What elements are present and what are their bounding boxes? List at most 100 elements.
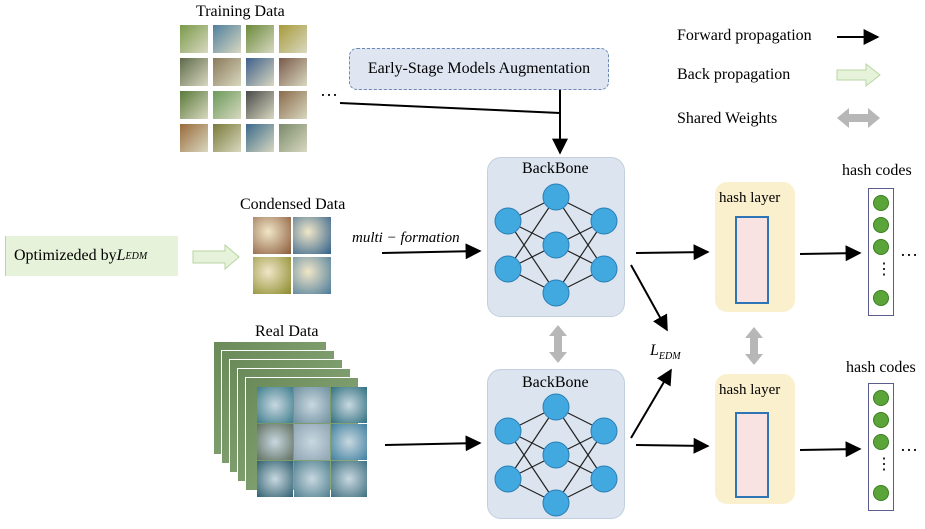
neuron-node xyxy=(494,465,522,493)
training-image xyxy=(180,25,208,53)
network-edge xyxy=(507,196,557,270)
training-image xyxy=(279,91,307,119)
hash-code-bit xyxy=(873,390,889,406)
hash-code-bit xyxy=(873,412,889,428)
multi-formation-label: multi − formation xyxy=(352,230,460,246)
legend-back-arrow xyxy=(836,62,881,88)
training-image xyxy=(213,124,241,152)
real-image xyxy=(257,461,293,497)
condensed-image xyxy=(293,257,331,294)
real-to-backbone-arrow xyxy=(384,435,482,452)
hash-layer-bottom-inner xyxy=(735,412,769,498)
backbone-top-to-loss-arrow xyxy=(630,264,668,332)
condensed-to-backbone-arrow xyxy=(381,243,482,260)
neuron-node xyxy=(542,231,570,259)
legend-forward-label: Forward propagation xyxy=(677,27,812,44)
network-edge xyxy=(507,406,557,480)
backbone-top-label: BackBone xyxy=(522,160,589,177)
training-image xyxy=(180,58,208,86)
hash-code-bit xyxy=(873,290,889,306)
neuron-node xyxy=(494,207,522,235)
hash-shared-weights-arrow xyxy=(745,327,763,365)
hash-bottom-to-codes-arrow xyxy=(799,441,862,458)
training-image xyxy=(246,25,274,53)
neuron-node xyxy=(542,441,570,469)
neuron-node xyxy=(590,255,618,283)
training-image xyxy=(213,91,241,119)
real-image xyxy=(294,387,330,423)
training-image xyxy=(213,58,241,86)
hash-codes-bottom-ellipsis: … xyxy=(900,435,918,455)
condensed-image xyxy=(253,217,291,254)
training-to-backbone-arrow xyxy=(339,102,561,114)
hash-layer-top xyxy=(715,182,795,312)
optimized-prefix: Optimizeded by xyxy=(14,247,117,264)
hash-layer-bottom-label: hash layer xyxy=(719,382,781,398)
hash-code-vdots: ⋮ xyxy=(876,261,892,278)
real-image xyxy=(331,461,367,497)
neuron-node xyxy=(542,279,570,307)
loss-symbol: L xyxy=(650,342,659,359)
neuron-node xyxy=(590,207,618,235)
backbone-bottom-to-hash-arrow xyxy=(635,437,710,454)
network-edge xyxy=(555,220,605,294)
hash-layer-bottom xyxy=(715,374,795,504)
backbone-bottom-to-loss-arrow xyxy=(630,368,672,439)
legend-shared-arrow xyxy=(837,108,880,128)
training-image xyxy=(246,58,274,86)
backbone-bottom-network xyxy=(494,393,618,517)
augmentation-box: Early-Stage Models Augmentation xyxy=(349,48,609,90)
neuron-node xyxy=(494,417,522,445)
hash-layer-top-label: hash layer xyxy=(719,190,781,206)
optimized-loss-symbol: L xyxy=(116,247,126,264)
real-image xyxy=(294,424,330,460)
training-image xyxy=(279,58,307,86)
training-image xyxy=(180,124,208,152)
condensed-image xyxy=(293,217,331,254)
training-image xyxy=(279,25,307,53)
optimized-loss-subscript: EDM xyxy=(125,250,148,262)
hash-codes-top-label: hash codes xyxy=(842,162,912,179)
training-ellipsis: … xyxy=(320,80,338,100)
neuron-node xyxy=(542,489,570,517)
backbone-shared-weights-arrow xyxy=(549,325,567,363)
backbone-top-network xyxy=(494,183,618,307)
real-image xyxy=(331,387,367,423)
hash-codes-top-column: ⋮ xyxy=(868,188,894,316)
hash-top-to-codes-arrow xyxy=(799,245,862,262)
hash-code-bit xyxy=(873,217,889,233)
real-image xyxy=(257,424,293,460)
network-edge xyxy=(555,430,605,504)
loss-subscript: EDM xyxy=(658,351,681,363)
optimized-back-arrow xyxy=(192,243,240,271)
training-image xyxy=(246,91,274,119)
training-data-label: Training Data xyxy=(196,3,285,20)
backbone-bottom-label: BackBone xyxy=(522,374,589,391)
legend-shared-label: Shared Weights xyxy=(677,110,778,127)
hash-code-bit xyxy=(873,239,889,255)
neuron-node xyxy=(590,465,618,493)
hash-code-vdots: ⋮ xyxy=(876,456,892,473)
hash-codes-top-ellipsis: … xyxy=(900,240,918,260)
real-image xyxy=(331,424,367,460)
hash-code-bit xyxy=(873,485,889,501)
hash-codes-bottom-column: ⋮ xyxy=(868,383,894,511)
backbone-top-to-hash-arrow xyxy=(635,244,710,261)
loss-label: LEDM xyxy=(650,342,681,362)
hash-code-bit xyxy=(873,434,889,450)
training-image xyxy=(213,25,241,53)
training-image xyxy=(180,91,208,119)
training-image xyxy=(279,124,307,152)
hash-code-bit xyxy=(873,195,889,211)
training-image xyxy=(246,124,274,152)
real-data-label: Real Data xyxy=(255,323,319,340)
condensed-data-label: Condensed Data xyxy=(240,196,346,213)
neuron-node xyxy=(494,255,522,283)
neuron-node xyxy=(590,417,618,445)
hash-layer-top-inner xyxy=(735,216,769,304)
legend-back-label: Back propagation xyxy=(677,66,791,83)
neuron-node xyxy=(542,393,570,421)
real-image xyxy=(257,387,293,423)
